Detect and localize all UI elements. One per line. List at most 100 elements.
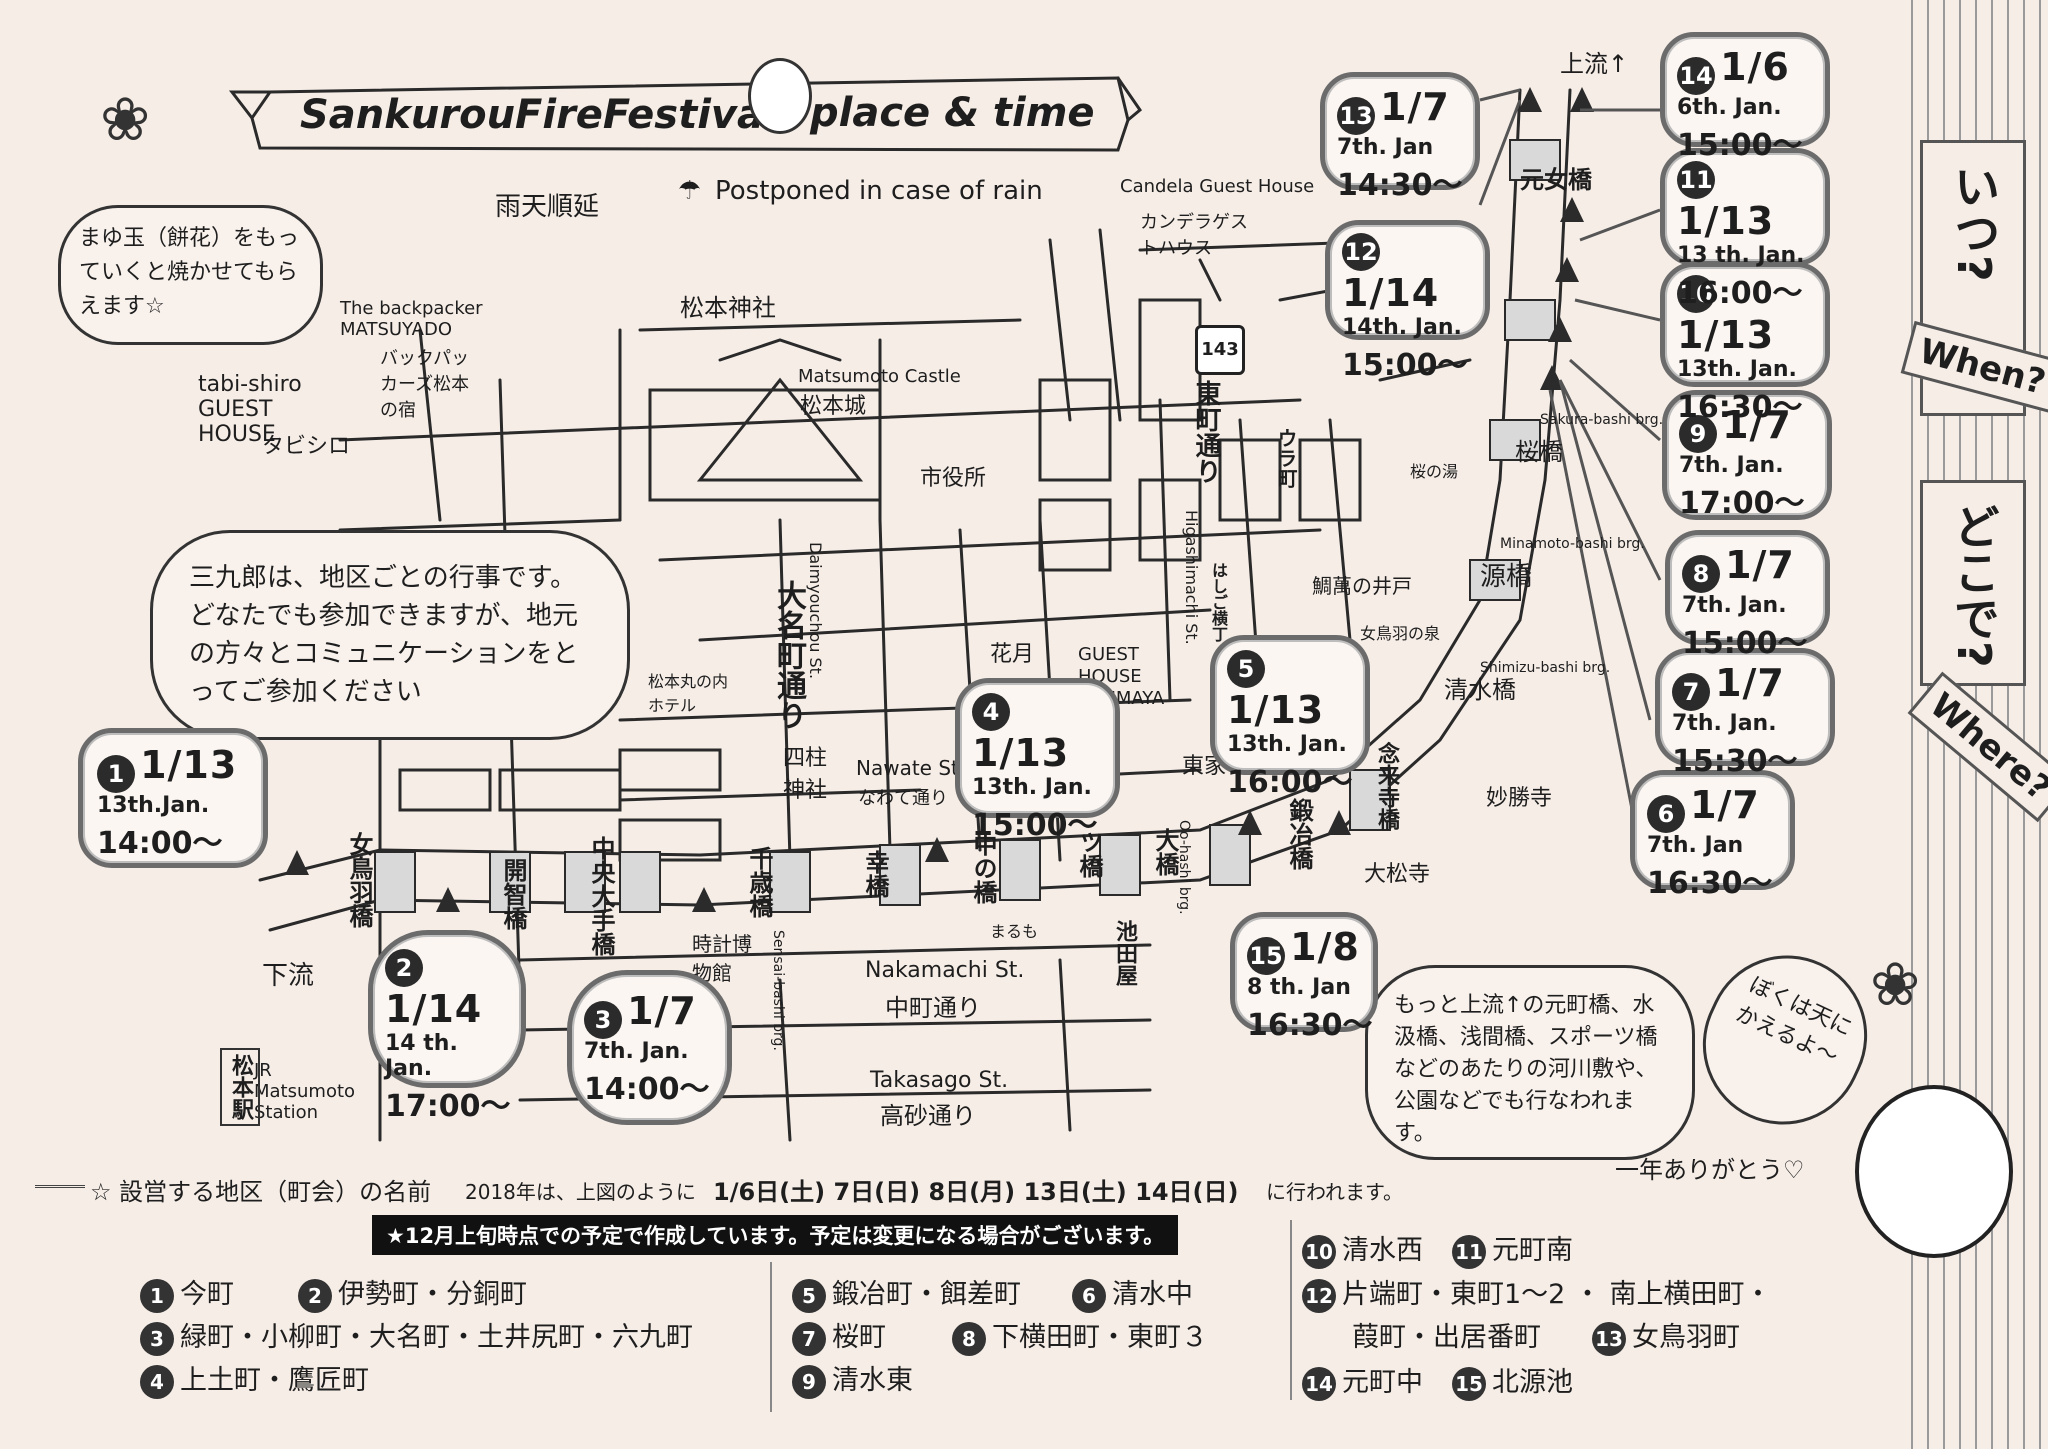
event-date-en: 6th. Jan.	[1677, 94, 1782, 120]
event-bubble-13: 13 1/7 7th. Jan 14:30〜	[1320, 72, 1480, 203]
marunouchi-label: 松本丸の内ホテル	[648, 672, 729, 715]
event-time: 16:00〜	[1677, 276, 1803, 311]
hashigo-label: はしご横丁	[1209, 562, 1228, 642]
izumi-label: 女鳥羽の泉	[1360, 624, 1441, 643]
where-panel: どこで?	[1920, 480, 2026, 686]
event-bubble-4: 4 1/13 13th. Jan. 15:00〜	[955, 678, 1120, 843]
event-date-en: 13th. Jan.	[972, 775, 1092, 800]
tabishiro-label: tabi-shiro GUEST HOUSE	[198, 372, 302, 447]
event-time: 17:00〜	[385, 1089, 511, 1124]
well-label: 鯛萬の井戸	[1312, 574, 1412, 598]
myoshoji-label: 妙勝寺	[1486, 786, 1553, 811]
route-143-sign: 143	[1195, 325, 1245, 375]
nawate-jp-label: なわて通り	[858, 788, 948, 809]
event-date-en: 7th. Jan.	[1682, 592, 1787, 618]
daruma-icon	[748, 58, 812, 134]
clock-museum-label: 時計博物館	[692, 932, 752, 985]
candela-jp-label: カンデラゲストハウス	[1140, 212, 1248, 259]
event-date: 1/13	[1677, 313, 1775, 357]
candela-label: Candela Guest House	[1120, 176, 1315, 197]
event-bubble-6: 6 1/7 7th. Jan 16:30〜	[1630, 770, 1795, 901]
when-jp-label: いつ?	[1947, 163, 2001, 282]
event-bubble-9: 9 1/7 7th. Jan. 17:00〜	[1662, 390, 1832, 521]
marumo-label: まるも	[990, 922, 1039, 941]
minamoto-bridge-en: Minamoto-bashi brg.	[1500, 536, 1645, 552]
sensai-bridge-jp: 千歳橋	[745, 846, 773, 918]
event-date-en: 13th. Jan.	[1677, 357, 1797, 382]
flower-branch-icon: ❀	[100, 85, 151, 155]
event-time: 14:00〜	[584, 1071, 710, 1107]
event-time: 14:30〜	[1337, 167, 1463, 203]
footer-rule	[35, 1185, 85, 1188]
ohashi-bridge-en: Oo-hashi brg.	[1176, 820, 1192, 915]
schedule-notice: ★12月上旬時点での予定で作成しています。予定は変更になる場合がございます。	[372, 1215, 1179, 1255]
event-date-en: 7th. Jan.	[1672, 710, 1777, 736]
event-number: 1	[97, 754, 135, 793]
event-number: 9	[1679, 414, 1717, 453]
event-bubble-1: 1 1/13 13th.Jan. 14:00〜	[78, 728, 268, 868]
hanatsuki-label: 花月	[990, 642, 1035, 667]
rain-note-en: Postponed in case of rain	[715, 176, 1043, 206]
where-jp-label: どこで?	[1947, 503, 2001, 668]
event-bubble-14: 14 1/6 6th. Jan. 15:00〜	[1660, 32, 1830, 163]
event-time: 14:00〜	[97, 825, 223, 861]
event-number: 5	[1227, 650, 1265, 688]
event-number: 13	[1337, 96, 1375, 135]
footer-year-note: 2018年は、上図のように	[465, 1180, 696, 1204]
nakano-bridge-label: 中の橋	[969, 832, 997, 904]
castle-jp-label: 松本城	[800, 394, 867, 419]
minamoto-bridge-jp: 源橋	[1480, 562, 1533, 592]
event-date: 1/6	[1720, 45, 1790, 89]
shimizu-bridge-jp: 清水橋	[1444, 676, 1516, 704]
rain-note-jp: 雨天順延	[495, 192, 600, 222]
event-number: 7	[1672, 672, 1710, 711]
event-date: 1/14	[1342, 271, 1440, 315]
event-date-en: 13th. Jan.	[1227, 732, 1347, 757]
event-number: 11	[1677, 161, 1715, 199]
event-date-en: 14th. Jan.	[1342, 315, 1462, 340]
sakura-bridge-en: Sakura-bashi brg.	[1540, 412, 1664, 428]
metoba-bridge-label: 女鳥羽橋	[345, 832, 373, 928]
nakamachi-jp-label: 中町通り	[885, 994, 981, 1022]
nenraiji-label: 念来寺橋	[1374, 742, 1399, 830]
nawate-en-label: Nawate St.	[856, 756, 966, 780]
event-time: 15:00〜	[972, 808, 1098, 843]
event-number: 8	[1682, 554, 1720, 593]
event-date: 1/7	[1715, 661, 1785, 705]
motome-bridge-label: 元女橋	[1520, 166, 1592, 194]
event-date-en: 13 th. Jan.	[1677, 243, 1805, 268]
event-date-en: 7th. Jan	[1647, 832, 1744, 858]
event-bubble-15: 15 1/8 8 th. Jan 16:30〜	[1230, 912, 1378, 1043]
daishoji-label: 大松寺	[1364, 862, 1431, 887]
event-date: 1/13	[1227, 688, 1325, 732]
yohashira-label: 四柱神社	[783, 746, 828, 803]
event-number: 6	[1647, 794, 1685, 833]
event-date: 1/14	[385, 987, 483, 1031]
event-bubble-2: 2 1/14 14 th. Jan. 17:00〜	[368, 930, 526, 1124]
event-date: 1/7	[1380, 85, 1450, 129]
event-time: 15:00〜	[1677, 127, 1803, 163]
castle-en-label: Matsumoto Castle	[798, 366, 961, 387]
event-number: 15	[1247, 936, 1285, 975]
event-bubble-3: 3 1/7 7th. Jan. 14:00〜	[567, 970, 732, 1125]
event-time: 16:30〜	[1647, 865, 1773, 901]
saiwai-bridge-label: 幸橋	[861, 850, 889, 898]
event-bubble-11: 11 1/13 13 th. Jan. 16:00〜	[1660, 148, 1830, 311]
kaji-bridge-label: 鍛冶橋	[1285, 798, 1313, 870]
event-date-en: 8 th. Jan	[1247, 974, 1351, 1000]
sankuro-note: 三九郎は、地区ごとの行事です。どなたでも参加できますが、地元の方々とコミュニケー…	[150, 530, 630, 740]
mitsu-bridge-label: ツ橋	[1075, 830, 1103, 878]
event-time: 16:30〜	[1677, 390, 1803, 425]
higashimachi-jp-label: 東町通り	[1191, 380, 1221, 484]
event-time: 15:00〜	[1342, 348, 1468, 383]
event-date: 1/8	[1290, 925, 1360, 969]
